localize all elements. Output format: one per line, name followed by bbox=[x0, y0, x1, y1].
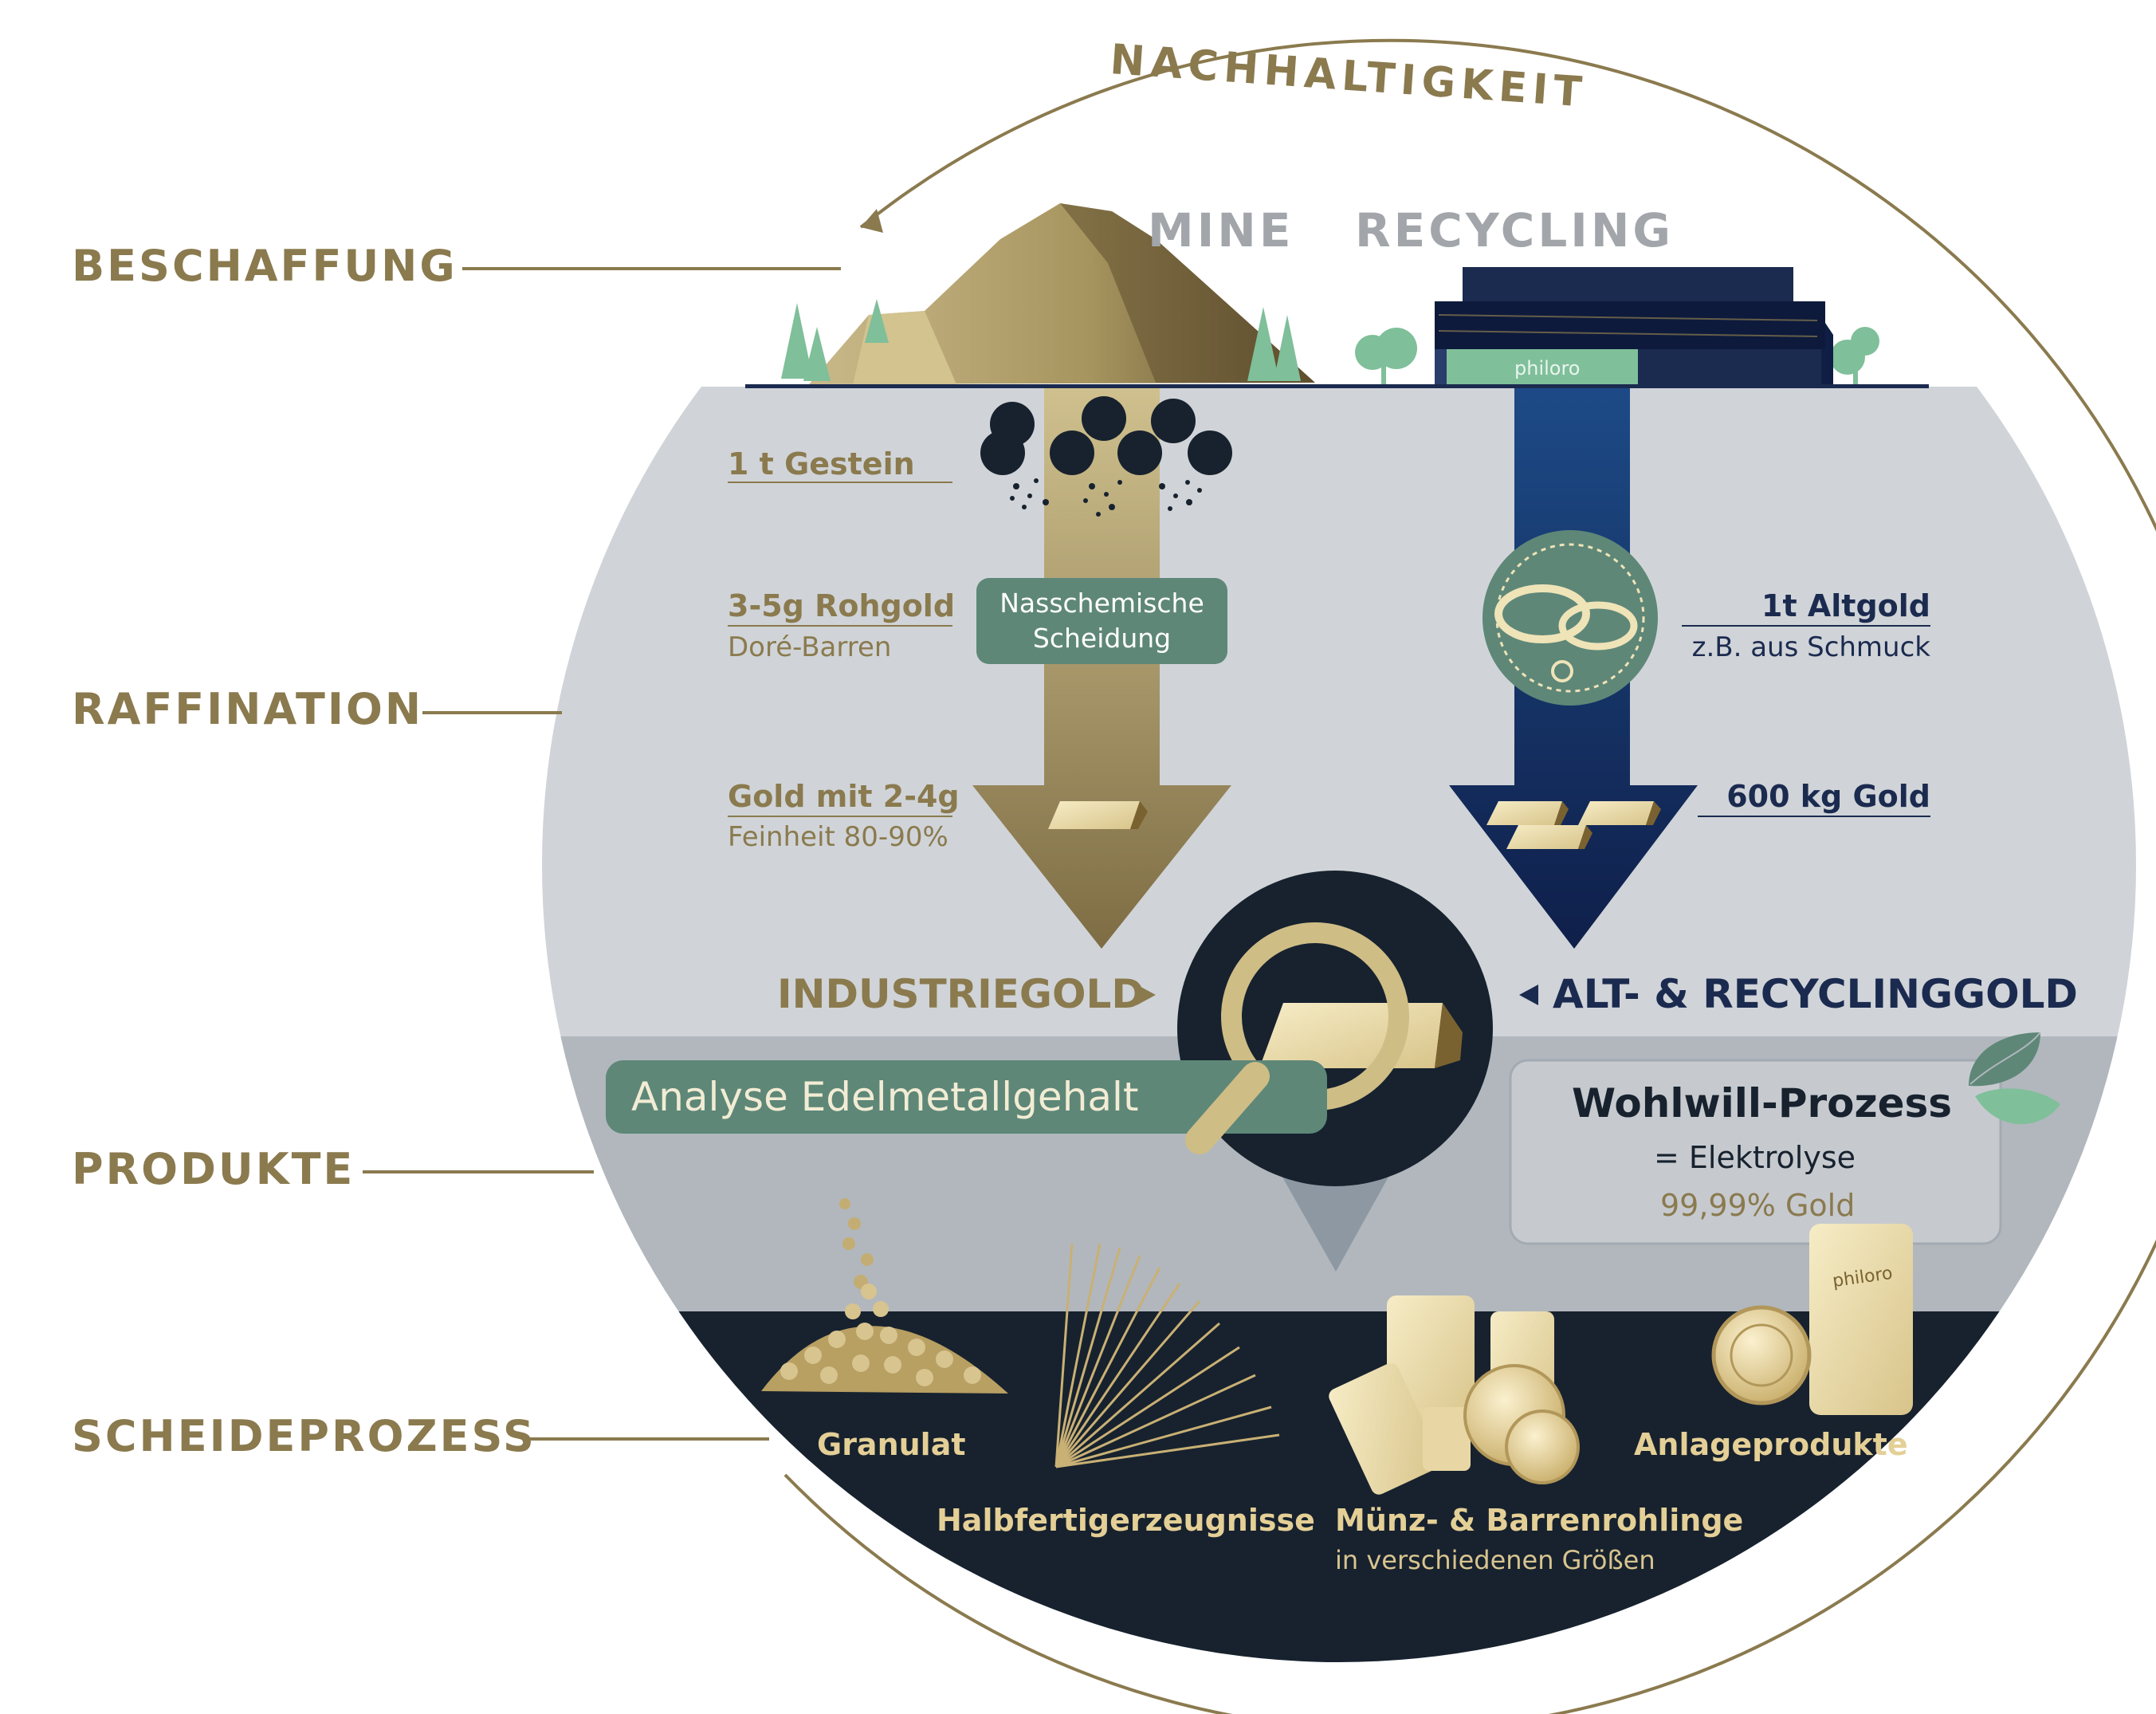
underline-gold-mit bbox=[728, 816, 952, 817]
wire-icon bbox=[1054, 1243, 1280, 1468]
product-halbfertig: Halbfertigerzeugnisse bbox=[937, 1503, 1315, 1538]
stage-produkte: PRODUKTE bbox=[72, 1144, 355, 1194]
underline-600kg bbox=[1698, 816, 1930, 817]
sustainability-arc bbox=[783, 38, 2156, 1714]
line-raffination bbox=[422, 711, 562, 714]
product-anlage: Anlageprodukte bbox=[1634, 1427, 1908, 1462]
wohlwill-title: Wohlwill-Prozess bbox=[1572, 1080, 1953, 1126]
underline-gestein bbox=[728, 482, 952, 483]
underline-rohgold bbox=[728, 625, 952, 627]
source-recycling: RECYCLING bbox=[1355, 203, 1675, 257]
triangle-left-icon bbox=[1519, 985, 1538, 1005]
ground-line bbox=[745, 384, 1929, 388]
mine-arrow bbox=[972, 388, 1231, 949]
stage-beschaffung: BESCHAFFUNG bbox=[72, 241, 458, 291]
wohlwill-line1: = Elektrolyse bbox=[1654, 1140, 1856, 1175]
recycling-step1-title: 1t Altgold bbox=[1761, 588, 1930, 623]
gold-bars-icon bbox=[1486, 801, 1661, 849]
line-scheideprozess bbox=[530, 1437, 769, 1441]
wohlwill-line2: 99,99% Gold bbox=[1660, 1188, 1856, 1223]
leaf-icon bbox=[1969, 1032, 2060, 1125]
process-line1: Nasschemische bbox=[999, 588, 1204, 619]
tree-icon bbox=[781, 299, 1301, 381]
granulat-icon bbox=[761, 1198, 1008, 1394]
investment-bar-icon: philoro bbox=[1711, 1224, 1913, 1415]
mine-step2-sub: Doré-Barren bbox=[728, 631, 892, 663]
product-muenz-title: Münz- & Barrenrohlinge bbox=[1335, 1503, 1744, 1538]
stage-scheideprozess: SCHEIDEPROZESS bbox=[72, 1411, 536, 1461]
gravel-dots bbox=[1010, 478, 1202, 517]
mine-step1: 1 t Gestein bbox=[728, 446, 915, 482]
mine-step3-sub: Feinheit 80-90% bbox=[728, 821, 948, 853]
gold-bar-icon bbox=[1048, 801, 1148, 829]
mine-step3-title: Gold mit 2-4g bbox=[728, 779, 960, 814]
recycling-step1-sub: z.B. aus Schmuck bbox=[1691, 631, 1930, 663]
wohlwill-box bbox=[1509, 1059, 2002, 1245]
analyse-label: Analyse Edelmetallgehalt bbox=[631, 1074, 1139, 1120]
recycling-step2-title: 600 kg Gold bbox=[1726, 779, 1930, 814]
jewelry-ring-icon bbox=[1482, 530, 1658, 706]
rock-icon bbox=[980, 396, 1232, 475]
recycling-building bbox=[1435, 267, 1833, 384]
line-produkte bbox=[363, 1170, 594, 1173]
product-granulat: Granulat bbox=[817, 1427, 966, 1462]
process-pill: Nasschemische Scheidung bbox=[976, 578, 1227, 664]
process-line2: Scheidung bbox=[1032, 623, 1172, 654]
product-muenz-sub: in verschiedenen Größen bbox=[1335, 1545, 1655, 1575]
arc-arrowhead bbox=[861, 209, 883, 233]
recyclinggold-label: ALT- & RECYCLINGGOLD bbox=[1553, 971, 2078, 1017]
round-tree-icon bbox=[1355, 327, 1879, 384]
analyse-pill: Analyse Edelmetallgehalt bbox=[606, 1060, 1327, 1134]
building-brand: philoro bbox=[1514, 357, 1581, 379]
source-mine: MINE bbox=[1148, 203, 1294, 257]
industriegold-label: INDUSTRIEGOLD bbox=[777, 971, 1145, 1017]
triangle-right-icon bbox=[1137, 985, 1156, 1005]
underline-altgold bbox=[1682, 625, 1930, 627]
mine-step2-title: 3-5g Rohgold bbox=[728, 588, 956, 623]
blank-bars-icon bbox=[1329, 1295, 1580, 1495]
line-beschaffung bbox=[462, 267, 841, 270]
stage-raffination: RAFFINATION bbox=[72, 684, 424, 734]
